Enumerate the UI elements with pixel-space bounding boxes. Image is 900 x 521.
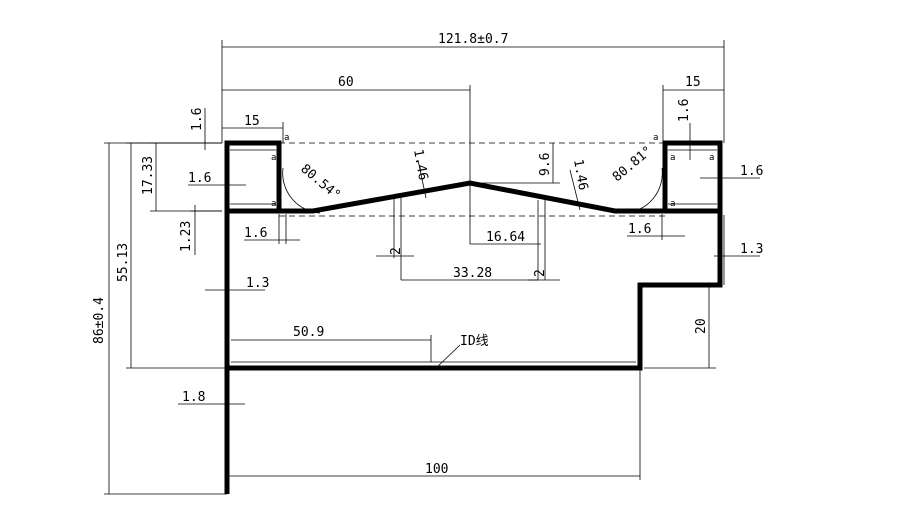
dim-apex-offset: 60 [338,75,354,90]
dim-stem-width: 1.8 [182,390,205,405]
dim-inner-wall-left: 1.6 [188,171,211,186]
dim-angle-right: 80.81° [610,143,656,185]
dim-top-wall-left: 1.6 [190,108,205,131]
corner-mark: a [271,199,276,209]
corner-mark: a [653,133,658,143]
dim-rib-right: 2 [533,269,548,277]
id-line-label: ID线 [460,334,489,349]
dim-step-height: 20 [694,318,709,334]
corner-mark: a [670,153,675,163]
dim-overall-width: 121.8±0.7 [438,32,508,47]
reference-dashed-lines [279,142,665,217]
dim-slope-right: 1.46 [570,158,590,191]
dim-span: 33.28 [453,266,492,281]
cell-inner-lines [230,149,717,363]
dim-left-cell-width: 15 [244,114,260,129]
dim-floor-length: 50.9 [293,325,324,340]
dim-height-overall: 86±0.4 [92,297,107,344]
corner-mark: a [284,133,289,143]
dim-side-wall-left: 1.3 [246,276,269,291]
dim-gap-below-cell: 1.23 [179,221,194,252]
dim-outer-wall-right: 1.6 [740,164,763,179]
corner-mark: a [709,153,714,163]
corner-marks: a a a a a a a [271,133,714,209]
dim-angle-left: 80.54° [297,162,343,204]
corner-mark: a [670,199,675,209]
dim-right-cell-width: 15 [685,75,701,90]
dim-top-wall-right: 1.6 [677,99,692,122]
dim-rib-left: 2 [389,247,404,255]
corner-mark: a [271,153,276,163]
dim-bottom-wall-right: 1.6 [628,222,651,237]
dim-bottom-wall-left: 1.6 [244,226,267,241]
dim-height-inner: 55.13 [116,243,131,282]
dim-half-span: 16.64 [486,230,525,245]
dim-cell-height: 17.33 [141,156,156,195]
dim-rise: 9.6 [538,153,553,176]
dimension-lines [104,40,760,495]
dim-slope-left: 1.46 [410,148,430,181]
extrusion-profile [224,140,723,494]
dim-side-wall-right: 1.3 [740,242,763,257]
dim-base-length: 100 [425,462,448,477]
